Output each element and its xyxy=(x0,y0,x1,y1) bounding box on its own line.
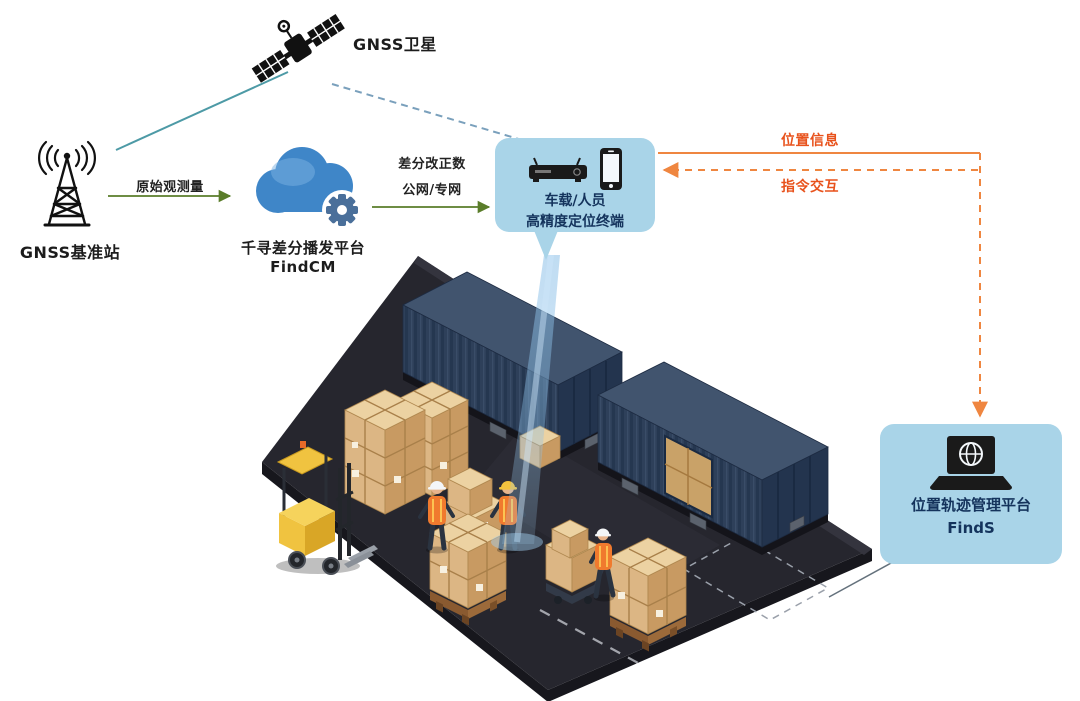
platform-pointer-line xyxy=(828,561,894,598)
correction-label-line2: 公网/专网 xyxy=(402,183,462,198)
worker xyxy=(589,528,616,602)
platform-label: 位置轨迹管理平台 xyxy=(910,496,1031,514)
satellite-icon xyxy=(251,14,345,83)
terminal-bubble-tail xyxy=(533,228,559,260)
positioning-beam xyxy=(491,254,560,551)
shipping-container-front xyxy=(597,361,829,555)
box-stack xyxy=(344,389,426,515)
base-station-label: GNSS基准站 xyxy=(19,243,121,262)
terminal-icons xyxy=(527,144,623,191)
pallet-stack xyxy=(429,513,507,626)
pallet-stack xyxy=(609,537,687,652)
terminal-label-line2: 高精度定位终端 xyxy=(526,213,624,230)
terminal-bubble: 车载/人员 高精度定位终端 xyxy=(495,138,655,232)
open-door-cargo xyxy=(664,434,713,519)
correction-label-line1: 差分改正数 xyxy=(398,157,466,172)
terminal-label-line1: 车载/人员 xyxy=(544,193,606,210)
platform-product-label: FindS xyxy=(947,518,995,537)
satellite-label: GNSS卫星 xyxy=(353,35,437,54)
worker xyxy=(418,481,455,554)
satellite-to-terminal-link xyxy=(331,83,523,141)
marked-zone xyxy=(682,536,830,621)
laptop-globe-icon xyxy=(930,436,1012,490)
connection-lines xyxy=(108,71,988,418)
smartphone-icon xyxy=(600,148,622,191)
forklift xyxy=(276,441,378,575)
receiver-icon xyxy=(529,158,587,183)
cloud-platform-label: 千寻差分播发平台 xyxy=(240,239,365,257)
command-label: 指令交互 xyxy=(781,179,839,195)
position-info-label: 位置信息 xyxy=(781,133,839,149)
warehouse-scene xyxy=(262,256,872,701)
gear-icon xyxy=(322,190,362,230)
raw-observation-label: 原始观测量 xyxy=(136,180,204,195)
platform-bubble: 位置轨迹管理平台 FindS xyxy=(880,424,1062,564)
cloud-product-label: FindCM xyxy=(270,258,336,276)
satellite-to-base-link xyxy=(115,71,289,151)
cloud-gear-icon xyxy=(256,147,362,230)
radio-tower-icon xyxy=(38,140,96,227)
